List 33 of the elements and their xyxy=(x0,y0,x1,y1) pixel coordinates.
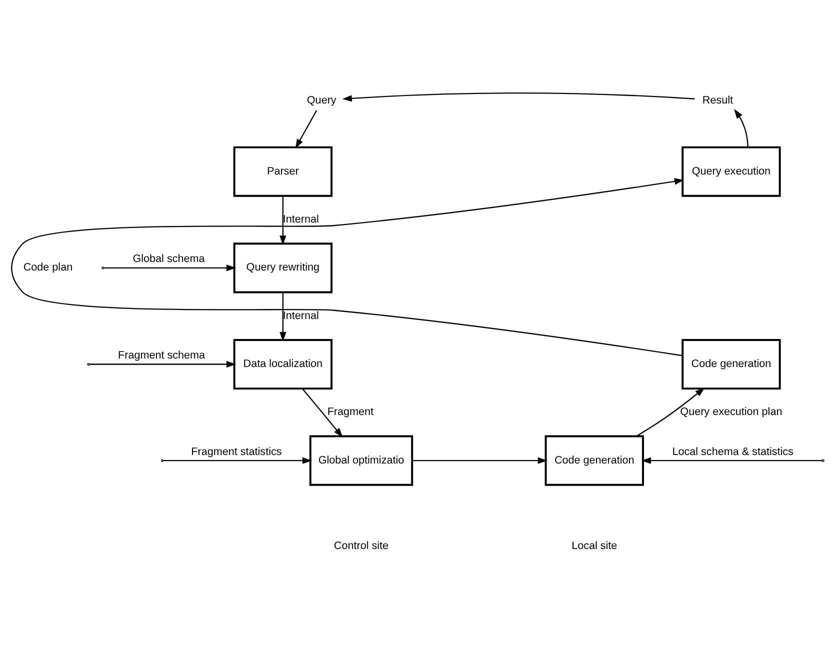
arrow xyxy=(302,388,343,437)
edge-label: Local schema & statistics xyxy=(672,445,794,458)
label: Local site xyxy=(572,539,618,552)
node-text: Query xyxy=(306,94,336,106)
arrow xyxy=(280,292,286,341)
arrow xyxy=(162,456,312,464)
edge-label: Code plan xyxy=(23,261,73,274)
node-box: Global optimizatio xyxy=(309,434,414,486)
node-box: Data localization xyxy=(233,338,333,390)
edge-label: Fragment schema xyxy=(118,348,206,361)
arrow xyxy=(734,108,748,147)
arrow xyxy=(412,456,548,464)
node-box: Code generation xyxy=(682,338,781,390)
arrow xyxy=(11,178,684,356)
edge-label: Global schema xyxy=(132,252,205,265)
node-text: Result xyxy=(702,94,734,106)
arrow xyxy=(89,360,236,368)
arrow xyxy=(103,264,236,271)
arrow xyxy=(641,456,823,464)
edge-label: Query execution plan xyxy=(680,406,782,418)
arrow xyxy=(342,92,695,102)
node-box: Query rewriting xyxy=(233,242,333,293)
arrow xyxy=(280,196,286,245)
node-box: Parser xyxy=(233,146,333,196)
arrow xyxy=(636,387,705,436)
node-box: Code generation xyxy=(544,434,644,486)
edge-label: Fragment statistics xyxy=(191,445,282,458)
arrow xyxy=(295,110,318,148)
node-box: Query execution xyxy=(682,146,781,196)
edge-label: Fragment xyxy=(327,406,374,418)
edge-label: Internal xyxy=(282,309,319,322)
label: Control site xyxy=(334,539,389,552)
edge-label: Internal xyxy=(282,213,319,226)
